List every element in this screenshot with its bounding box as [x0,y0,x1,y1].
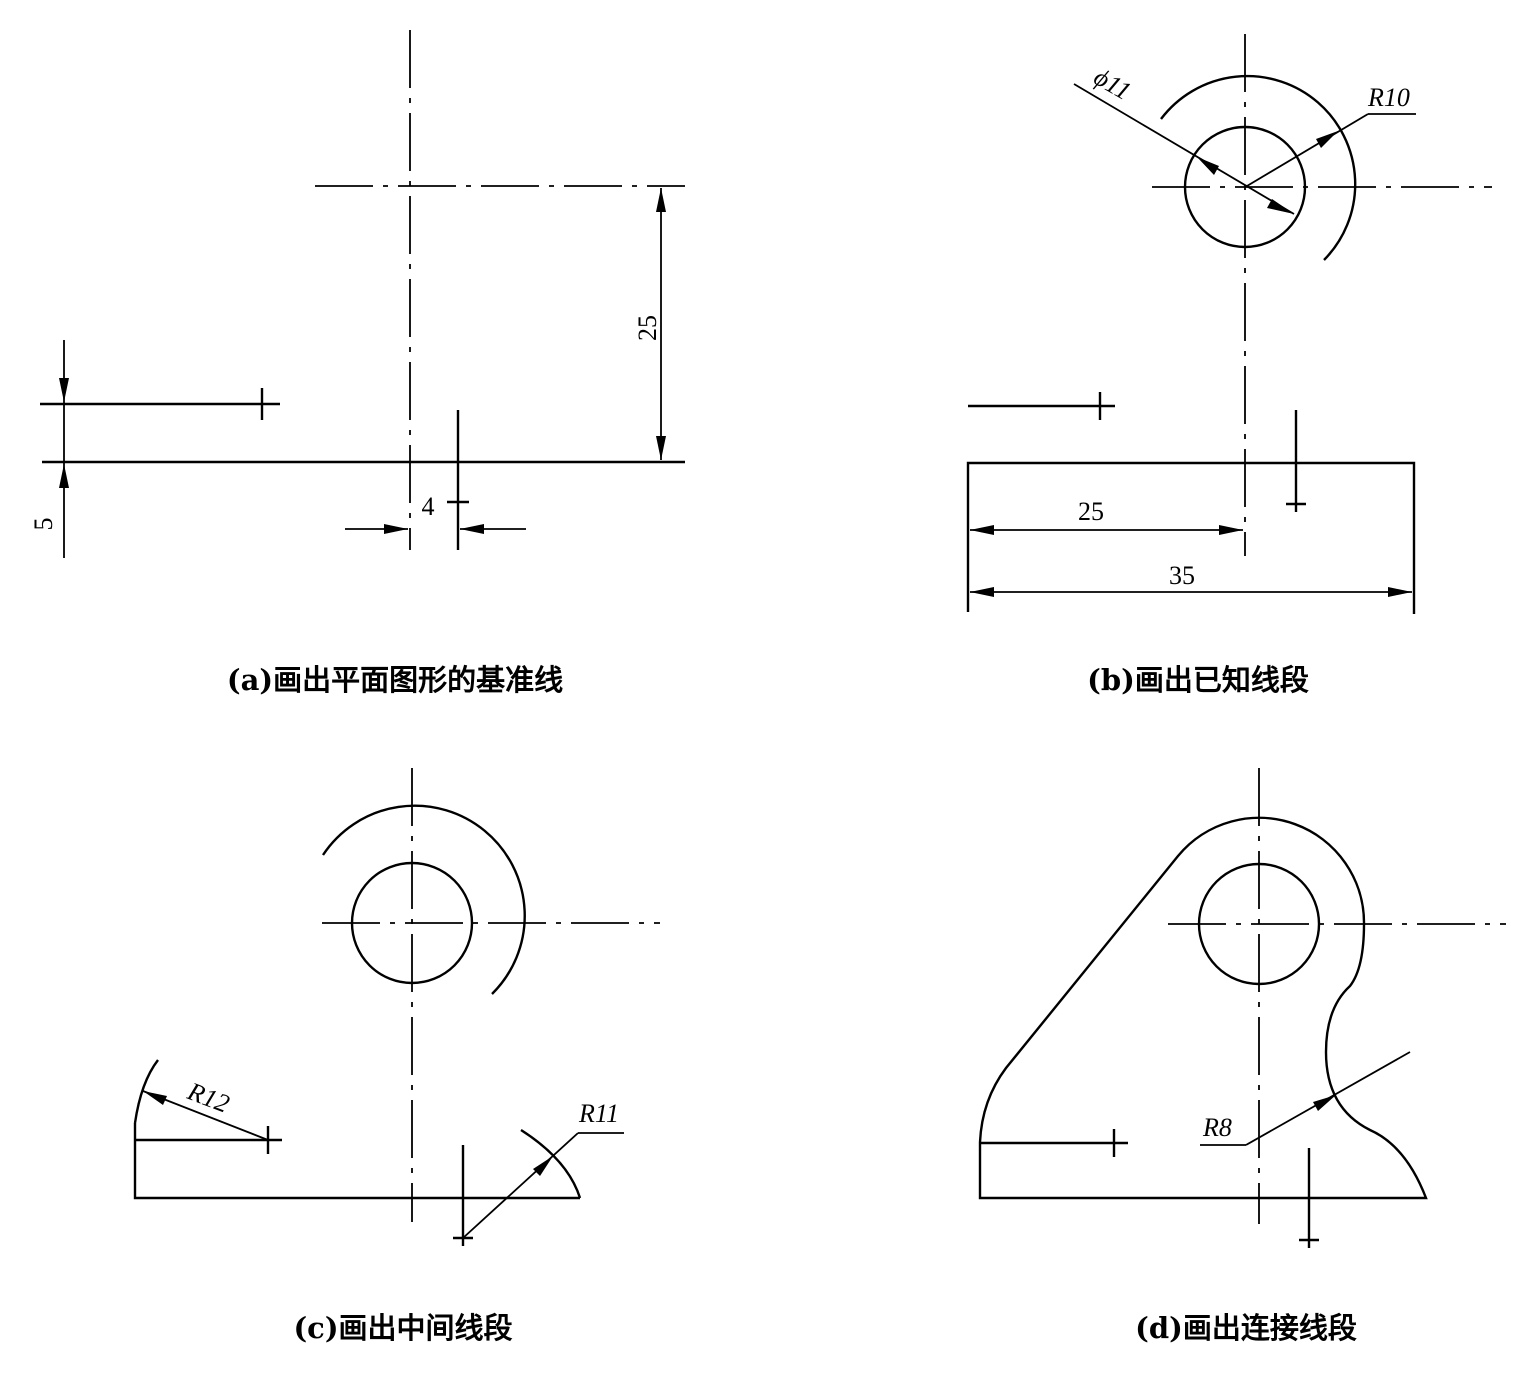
dimension-label-4: 4 [422,492,435,521]
dimension-label-35: 35 [1169,561,1195,590]
caption-c: (c)画出中间线段 [293,1311,512,1345]
arrowhead [59,378,69,402]
r12-arc [133,1059,159,1124]
arrowhead [384,524,408,534]
r10-leader [1246,113,1369,187]
arrowhead [656,436,666,460]
hole-circle [1197,862,1321,986]
arrowhead [1313,1095,1336,1111]
caption-a: (a)画出平面图形的基准线 [227,663,563,697]
panel-c: R12 R11 (c)画出中间线段 [133,768,660,1345]
panel-a: 25 5 4 (a)画出平面图形的基准线 [29,30,685,697]
arrowhead [656,188,666,212]
arrowhead [970,525,994,535]
arrowhead [1316,131,1338,148]
arrowhead [1197,157,1219,175]
panel-b: ϕ11 R10 25 35 (b)画出已知线段 [966,34,1492,697]
r11-leader [462,1132,579,1239]
arrowhead [970,587,994,597]
arrowhead [1219,525,1243,535]
arrowhead [59,464,69,488]
hole-circle [1183,125,1307,249]
panel-d: R8 (d)画出连接线段 [978,768,1506,1345]
arrowhead [1267,199,1294,214]
arrowhead [1388,587,1412,597]
part-outline [978,816,1428,1200]
dimension-label-r8: R8 [1202,1113,1232,1142]
dimension-label-r12: R12 [183,1076,233,1118]
arrowhead [460,524,484,534]
arrowhead [143,1091,167,1105]
dimension-label-25: 25 [633,315,662,341]
r11-arc [520,1128,582,1199]
phi11-leader [1073,83,1295,215]
r10-arc [322,804,526,995]
dimension-label-r10: R10 [1367,83,1410,112]
caption-b: (b)画出已知线段 [1087,663,1309,697]
arrowhead [533,1156,553,1176]
dimension-label-5: 5 [29,518,58,531]
dimension-label-25: 25 [1078,497,1104,526]
caption-d: (d)画出连接线段 [1135,1311,1357,1345]
dimension-label-r11: R11 [578,1099,619,1128]
base-outline [133,1123,580,1200]
hole-circle [350,861,474,985]
r10-arc [1160,74,1357,261]
dimension-label-phi11: ϕ11 [1089,62,1136,106]
base-outline [966,461,1416,614]
